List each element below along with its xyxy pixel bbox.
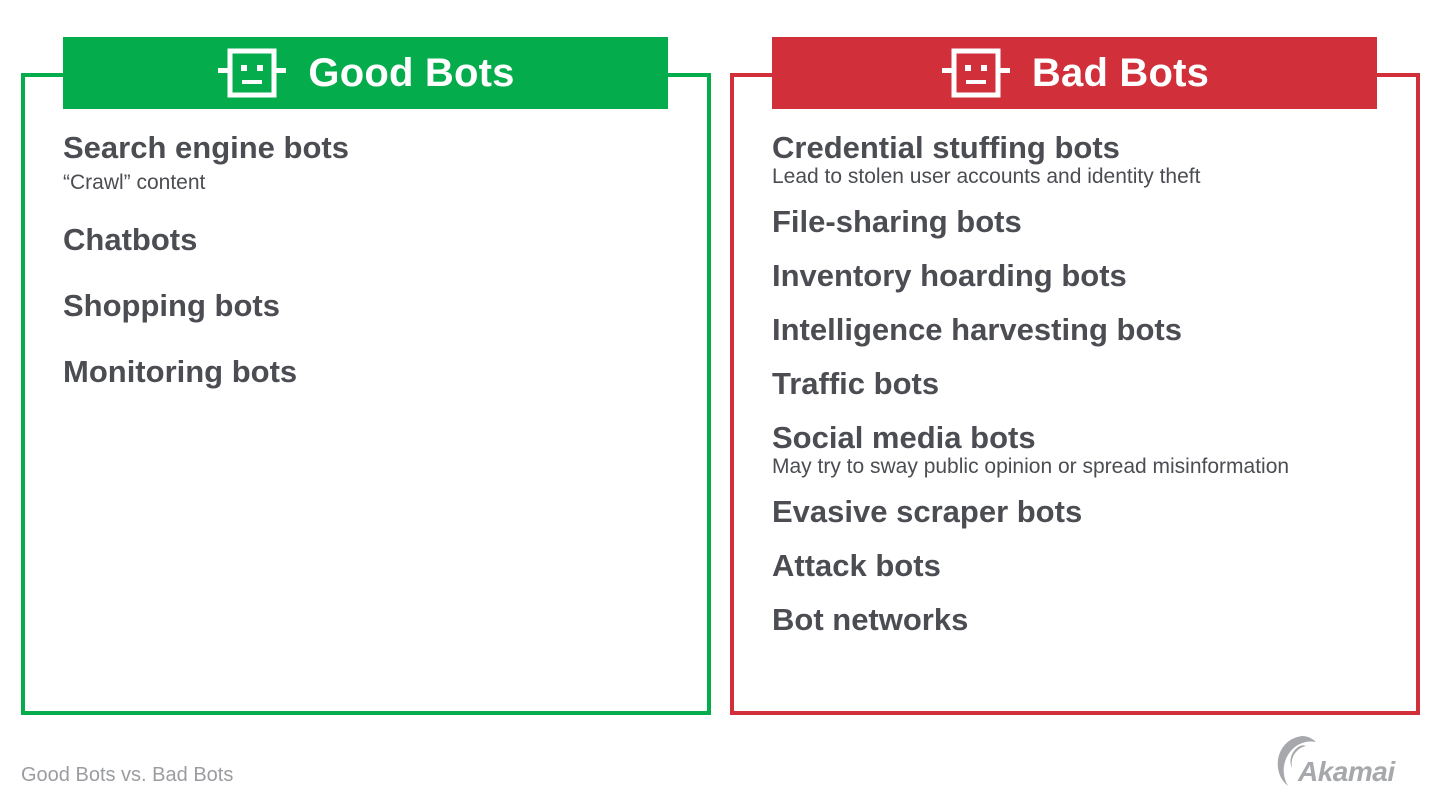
good-bots-heading: Good Bots (308, 50, 515, 95)
bad-bots-heading: Bad Bots (1031, 50, 1210, 95)
item-title: Shopping bots (63, 288, 280, 323)
item-title: File-sharing bots (772, 204, 1022, 239)
item-title: Attack bots (772, 548, 941, 583)
list-item: Attack bots (772, 548, 1412, 584)
list-item: Bot networks (772, 602, 1412, 638)
akamai-logo: Akamai (1268, 730, 1420, 790)
item-title: Bot networks (772, 602, 969, 637)
item-title: Credential stuffing bots (772, 130, 1120, 165)
item-title: Inventory hoarding bots (772, 258, 1127, 293)
akamai-wave-icon (1277, 736, 1316, 786)
item-title: Intelligence harvesting bots (772, 312, 1182, 347)
list-item: Monitoring bots (63, 354, 683, 390)
list-item: Intelligence harvesting bots (772, 312, 1412, 348)
list-item: File-sharing bots (772, 204, 1412, 240)
item-title: Evasive scraper bots (772, 494, 1083, 529)
list-item: Chatbots (63, 222, 683, 258)
list-item: Shopping bots (63, 288, 683, 324)
bad-bots-banner: Bad Bots (772, 37, 1377, 109)
item-title: Search engine bots (63, 130, 349, 165)
bad-bots-list: Credential stuffing bots Lead to stolen … (772, 130, 1412, 656)
logo-wordmark: Akamai (1298, 756, 1395, 787)
figure-caption: Good Bots vs. Bad Bots (21, 764, 234, 786)
robot-face-icon (940, 48, 1012, 98)
item-title: Monitoring bots (63, 354, 298, 389)
item-title: Social media bots (772, 420, 1036, 455)
list-item: Traffic bots (772, 366, 1412, 402)
list-item: Inventory hoarding bots (772, 258, 1412, 294)
list-item: Social media bots May try to sway public… (772, 420, 1412, 480)
list-item: Credential stuffing bots Lead to stolen … (772, 130, 1412, 190)
list-item: Evasive scraper bots (772, 494, 1412, 530)
item-title: Traffic bots (772, 366, 940, 401)
item-title: Chatbots (63, 222, 198, 257)
item-description: “Crawl” content (63, 171, 206, 194)
item-description: May try to sway public opinion or spread… (772, 455, 1290, 478)
item-description: Lead to stolen user accounts and identit… (772, 165, 1201, 188)
good-bots-list: Search engine bots “Crawl” content Chatb… (63, 130, 683, 420)
good-bots-banner: Good Bots (63, 37, 668, 109)
list-item: Search engine bots “Crawl” content (63, 130, 683, 196)
robot-face-icon (216, 48, 288, 98)
